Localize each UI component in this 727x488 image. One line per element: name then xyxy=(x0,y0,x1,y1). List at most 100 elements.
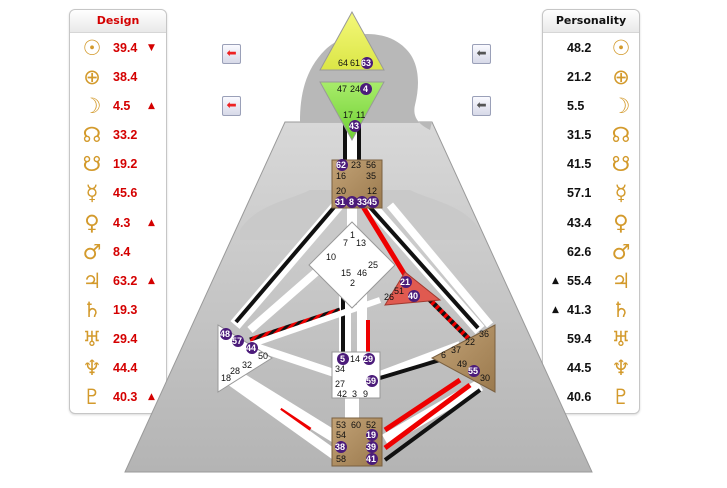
gate-marker xyxy=(336,159,348,171)
personality-row[interactable]: ▲41.3♄ xyxy=(543,296,639,325)
design-row[interactable]: ☊ 33.2 xyxy=(70,121,166,150)
gate-label: 42 xyxy=(337,389,347,399)
personality-row[interactable]: 43.4♀ xyxy=(543,209,639,238)
gate-marker xyxy=(366,453,378,465)
spleen-center[interactable] xyxy=(217,324,273,393)
gate-label: 54 xyxy=(336,430,346,440)
gate-label: 62 xyxy=(336,160,346,170)
design-value: 39.4 xyxy=(113,41,138,55)
design-row[interactable]: ♅ 29.4 xyxy=(70,325,166,354)
design-row[interactable]: ♃63.2▲ xyxy=(70,267,166,296)
gate-label: 7 xyxy=(343,238,348,248)
gate-marker xyxy=(356,196,368,208)
personality-prev-step-button[interactable]: ⬅ xyxy=(472,96,491,116)
earth-icon: ⊕ xyxy=(83,65,101,90)
gate-label: 20 xyxy=(336,186,346,196)
gate-label: 47 xyxy=(337,84,347,94)
saturn-icon: ♄ xyxy=(611,297,631,322)
gate-marker xyxy=(346,196,358,208)
design-header: Design xyxy=(70,10,166,33)
design-row[interactable]: ♇40.3▲ xyxy=(70,383,166,412)
gate-label: 40 xyxy=(408,291,418,301)
design-value: 29.4 xyxy=(113,331,138,346)
gate-marker xyxy=(408,290,420,302)
uranus-icon: ♅ xyxy=(82,326,102,351)
mercury-icon: ☿ xyxy=(85,181,99,206)
pluto-icon: ♇ xyxy=(611,385,631,410)
design-row[interactable]: ⊕38.4 xyxy=(70,63,166,92)
gate-label: 16 xyxy=(336,171,346,181)
personality-value: 5.5 xyxy=(567,99,585,114)
personality-row[interactable]: 41.5☋ xyxy=(543,150,639,179)
design-value: 40.3 xyxy=(113,390,138,405)
personality-value: 43.4 xyxy=(567,215,592,230)
personality-row[interactable]: 44.5♆ xyxy=(543,354,639,383)
design-row[interactable]: ♄19.3 xyxy=(70,296,166,325)
gate-label: 37 xyxy=(451,345,461,355)
solar-plexus-center[interactable] xyxy=(430,324,496,393)
personality-row[interactable]: 48.2 ☉ xyxy=(543,34,639,63)
design-row[interactable]: ☉39.4▼ xyxy=(70,34,166,63)
sun-icon: ☉ xyxy=(611,36,631,60)
ego-center[interactable] xyxy=(384,271,442,306)
gate-marker xyxy=(335,196,347,208)
design-value: 44.4 xyxy=(113,361,138,376)
gate-label: 48 xyxy=(220,329,230,339)
gate-label: 34 xyxy=(335,364,345,374)
personality-row[interactable]: 59.4♅ xyxy=(543,325,639,354)
gate-label: 27 xyxy=(335,379,345,389)
south-node-icon: ☋ xyxy=(82,152,102,177)
gate-label: 64 xyxy=(338,58,348,68)
arrow-left-icon: ⬅ xyxy=(476,98,487,112)
design-row[interactable]: ♀4.3▲ xyxy=(70,209,166,238)
gate-marker xyxy=(246,342,258,354)
personality-row[interactable]: 62.6♂ xyxy=(543,238,639,267)
gate-label: 57 xyxy=(232,336,242,346)
arrow-left-icon: ⬅ xyxy=(226,46,237,60)
design-prev-button[interactable]: ⬅ xyxy=(222,44,241,64)
gate-label: 26 xyxy=(384,292,394,302)
personality-row[interactable]: 5.5☽ xyxy=(543,92,639,121)
personality-row[interactable]: 31.5☊ xyxy=(543,121,639,150)
arrow-left-icon: ⬅ xyxy=(476,46,487,60)
gate-label: 36 xyxy=(479,329,489,339)
design-value: 45.6 xyxy=(113,186,138,201)
gate-label: 53 xyxy=(336,420,346,430)
gate-label: 46 xyxy=(357,268,367,278)
gate-label: 30 xyxy=(480,373,490,383)
personality-row[interactable]: 57.1☿ xyxy=(543,179,639,208)
gate-label: 52 xyxy=(366,420,376,430)
design-row[interactable]: ♂8.4 xyxy=(70,238,166,267)
personality-row[interactable]: 40.6♇ xyxy=(543,383,639,412)
venus-icon: ♀ xyxy=(84,210,100,235)
gate-label: 10 xyxy=(326,252,336,262)
head-center[interactable] xyxy=(319,10,385,71)
design-value: 33.2 xyxy=(113,128,138,143)
gate-marker xyxy=(349,120,361,132)
personality-row[interactable]: 21.2⊕ xyxy=(543,63,639,92)
design-row[interactable]: ☿ 45.6 xyxy=(70,179,166,208)
personality-value: 44.5 xyxy=(567,361,592,376)
design-value: 4.5 xyxy=(113,99,131,114)
shoulder-silhouette xyxy=(240,190,480,240)
mercury-icon: ☿ xyxy=(614,181,628,206)
gate-label: 15 xyxy=(341,268,351,278)
personality-value: 48.2 xyxy=(567,41,592,55)
design-row[interactable]: ☽4.5▲ xyxy=(70,92,166,121)
design-row[interactable]: ♆44.4 xyxy=(70,354,166,383)
gate-label: 29 xyxy=(363,354,373,364)
design-row[interactable]: ☋19.2 xyxy=(70,150,166,179)
personality-row[interactable]: ▲55.4♃ xyxy=(543,267,639,296)
design-panel: Design ☉39.4▼ ⊕38.4 ☽4.5▲ ☊ 33.2 ☋19.2 ☿ 4… xyxy=(69,9,167,414)
personality-rows: 48.2 ☉ 21.2⊕ 5.5☽ 31.5☊ 41.5☋ 57.1☿ 43.4♀… xyxy=(543,34,639,412)
north-node-icon: ☊ xyxy=(82,123,102,148)
personality-header: Personality xyxy=(543,10,639,33)
uranus-icon: ♅ xyxy=(611,326,631,351)
design-prev-step-button[interactable]: ⬅ xyxy=(222,96,241,116)
ajna-center[interactable] xyxy=(319,81,385,142)
gate-label: 50 xyxy=(258,351,268,361)
gate-marker xyxy=(361,57,373,69)
personality-prev-button[interactable]: ⬅ xyxy=(472,44,491,64)
g-center[interactable] xyxy=(308,221,396,309)
